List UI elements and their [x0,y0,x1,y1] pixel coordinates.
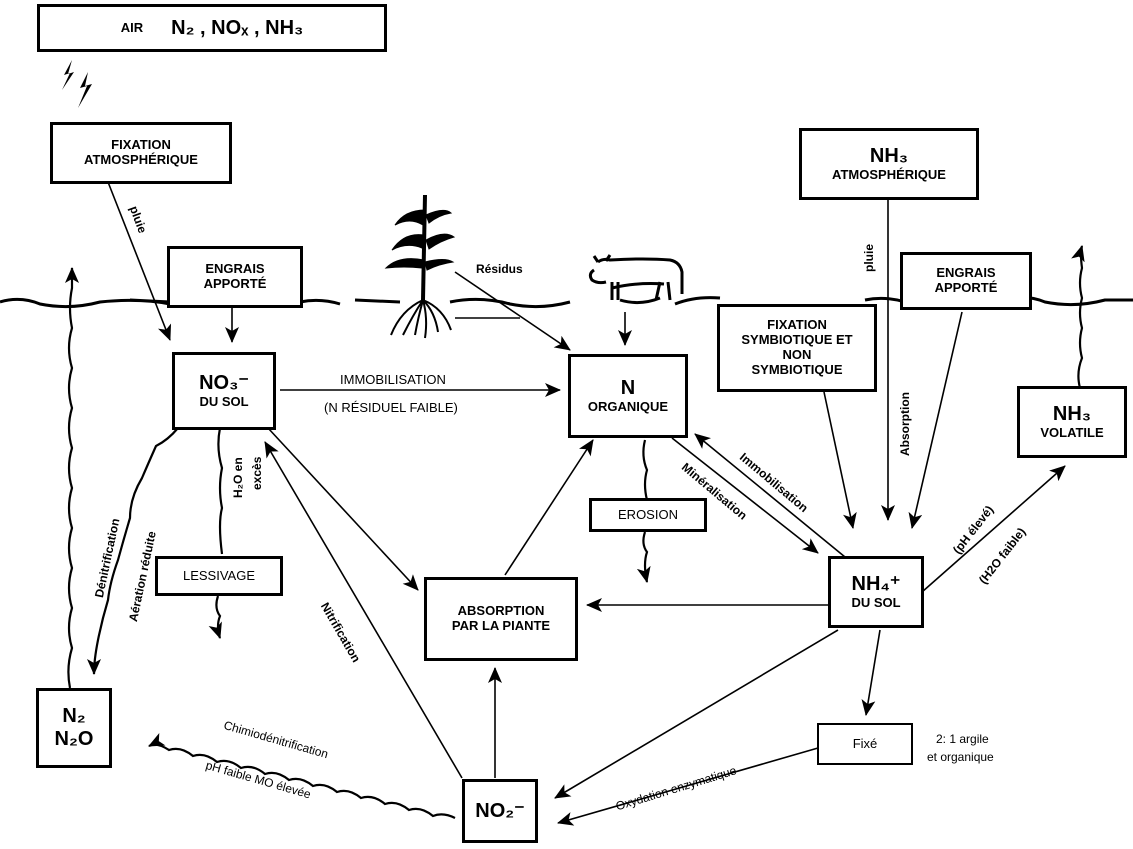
label-argile-1: 2: 1 argile [936,732,989,746]
arrow-denitrification [87,427,179,675]
label-argile-2: et organique [927,750,994,764]
fixe-label: Fixé [852,735,878,751]
node-fixation-atmospherique: FIXATION ATMOSPHÉRIQUE [50,122,232,184]
nh3-vol-formula: NH₃ [1052,403,1092,426]
engrais-left-line2: APPORTÉ [203,276,267,291]
fixation-atmo-line2: ATMOSPHÉRIQUE [84,152,198,167]
lessivage-label: LESSIVAGE [182,567,255,583]
arrow-volatilisation [921,465,1066,593]
arrow-nitrification [264,441,463,779]
arrow-engrais-right [908,311,963,529]
nh3-atmo-sub: ATMOSPHÉRIQUE [832,167,946,183]
n-org-sub: ORGANIQUE [587,399,669,415]
absorption-line2: PAR LA PIANTE [451,618,551,633]
node-absorption-plante: ABSORPTION PAR LA PIANTE [424,577,578,661]
fixation-symb-line4: SYMBIOTIQUE [751,361,843,377]
engrais-left-line1: ENGRAIS [205,261,265,277]
label-exces: excès [250,456,264,490]
arrow-no3-absorption [267,427,419,591]
arrow-oxydation [557,747,819,826]
node-n-organique: N ORGANIQUE [568,354,688,438]
label-absorption-vert: Absorption [898,392,912,456]
node-lessivage: LESSIVAGE [155,556,283,596]
fixation-atmo-line1: FIXATION [111,137,171,153]
arrow-fixation-symb [823,391,857,529]
arrow-nh4-fixe [861,629,881,716]
air-label: AIR [120,19,144,35]
arrow-immobilisation-diag [694,433,846,558]
node-erosion: EROSION [589,498,707,532]
air-formula: N₂ , NOₓ , NH₃ [171,16,304,39]
arrow-chimiodenitrification [148,733,456,819]
node-engrais-apporte-left: ENGRAIS APPORTÉ [167,246,303,308]
node-no2: NO₂⁻ [462,779,538,843]
no3-formula: NO₃⁻ [199,372,249,395]
node-nh3-atmospherique: NH₃ ATMOSPHÉRIQUE [799,128,979,200]
node-nh3-volatile: NH₃ VOLATILE [1017,386,1127,458]
label-h2o-en: H₂O en [231,457,245,498]
label-residus: Résidus [476,262,523,276]
engrais-right-line1: ENGRAIS [936,265,996,281]
arrow-lessivage-in [217,427,224,555]
label-pluie-right: pluie [862,243,876,272]
node-no3-du-sol: NO₃⁻ DU SOL [172,352,276,430]
arrow-erosion-in [642,439,649,501]
arrow-pluie-left [107,181,172,341]
engrais-right-line2: APPORTÉ [934,280,998,295]
arrow-absorption-norg [504,439,594,576]
node-engrais-apporte-right: ENGRAIS APPORTÉ [900,252,1032,310]
no3-sub: DU SOL [199,394,249,410]
arrow-mineralisation [671,437,819,554]
fixation-symb-line1: FIXATION [767,317,827,333]
cow-icon [588,254,684,301]
arrow-nh4-no2 [554,629,839,799]
fixation-symb-line3: NON [782,347,812,362]
arrow-lessivage-out [208,595,222,639]
fixation-symb-line2: SYMBIOTIQUE ET [741,332,853,348]
arrow-residus [454,271,571,351]
n-org-formula: N [620,377,636,400]
node-n2-n2o: N₂ N₂O [36,688,112,768]
erosion-label: EROSION [618,506,678,522]
label-n-residuel: (N RÉSIDUEL FAIBLE) [324,400,458,415]
nh4-sub: DU SOL [851,595,901,611]
corn-plant-icon [384,194,456,339]
n2-line2: N₂O [54,728,94,750]
arrow-nh3-volatile-up [1071,245,1085,389]
node-fixation-symbiotique: FIXATION SYMBIOTIQUE ET NON SYMBIOTIQUE [717,304,877,392]
nh4-formula: NH₄⁺ [851,573,901,596]
lightning-icon [62,60,92,108]
nh3-vol-sub: VOLATILE [1040,425,1104,441]
soil-surface-line [0,295,1133,309]
arrow-erosion-out [636,531,651,583]
nh3-atmo-formula: NH₃ [869,145,909,168]
node-nh4-du-sol: NH₄⁺ DU SOL [828,556,924,628]
n2-line1: N₂ [62,705,86,727]
node-fixe: Fixé [817,723,913,765]
arrow-n2-up [65,267,79,689]
no2-formula: NO₂⁻ [475,799,525,822]
node-air: AIR N₂ , NOₓ , NH₃ [37,4,387,52]
absorption-line1: ABSORPTION [457,603,545,619]
label-immobilisation: IMMOBILISATION [340,372,446,387]
